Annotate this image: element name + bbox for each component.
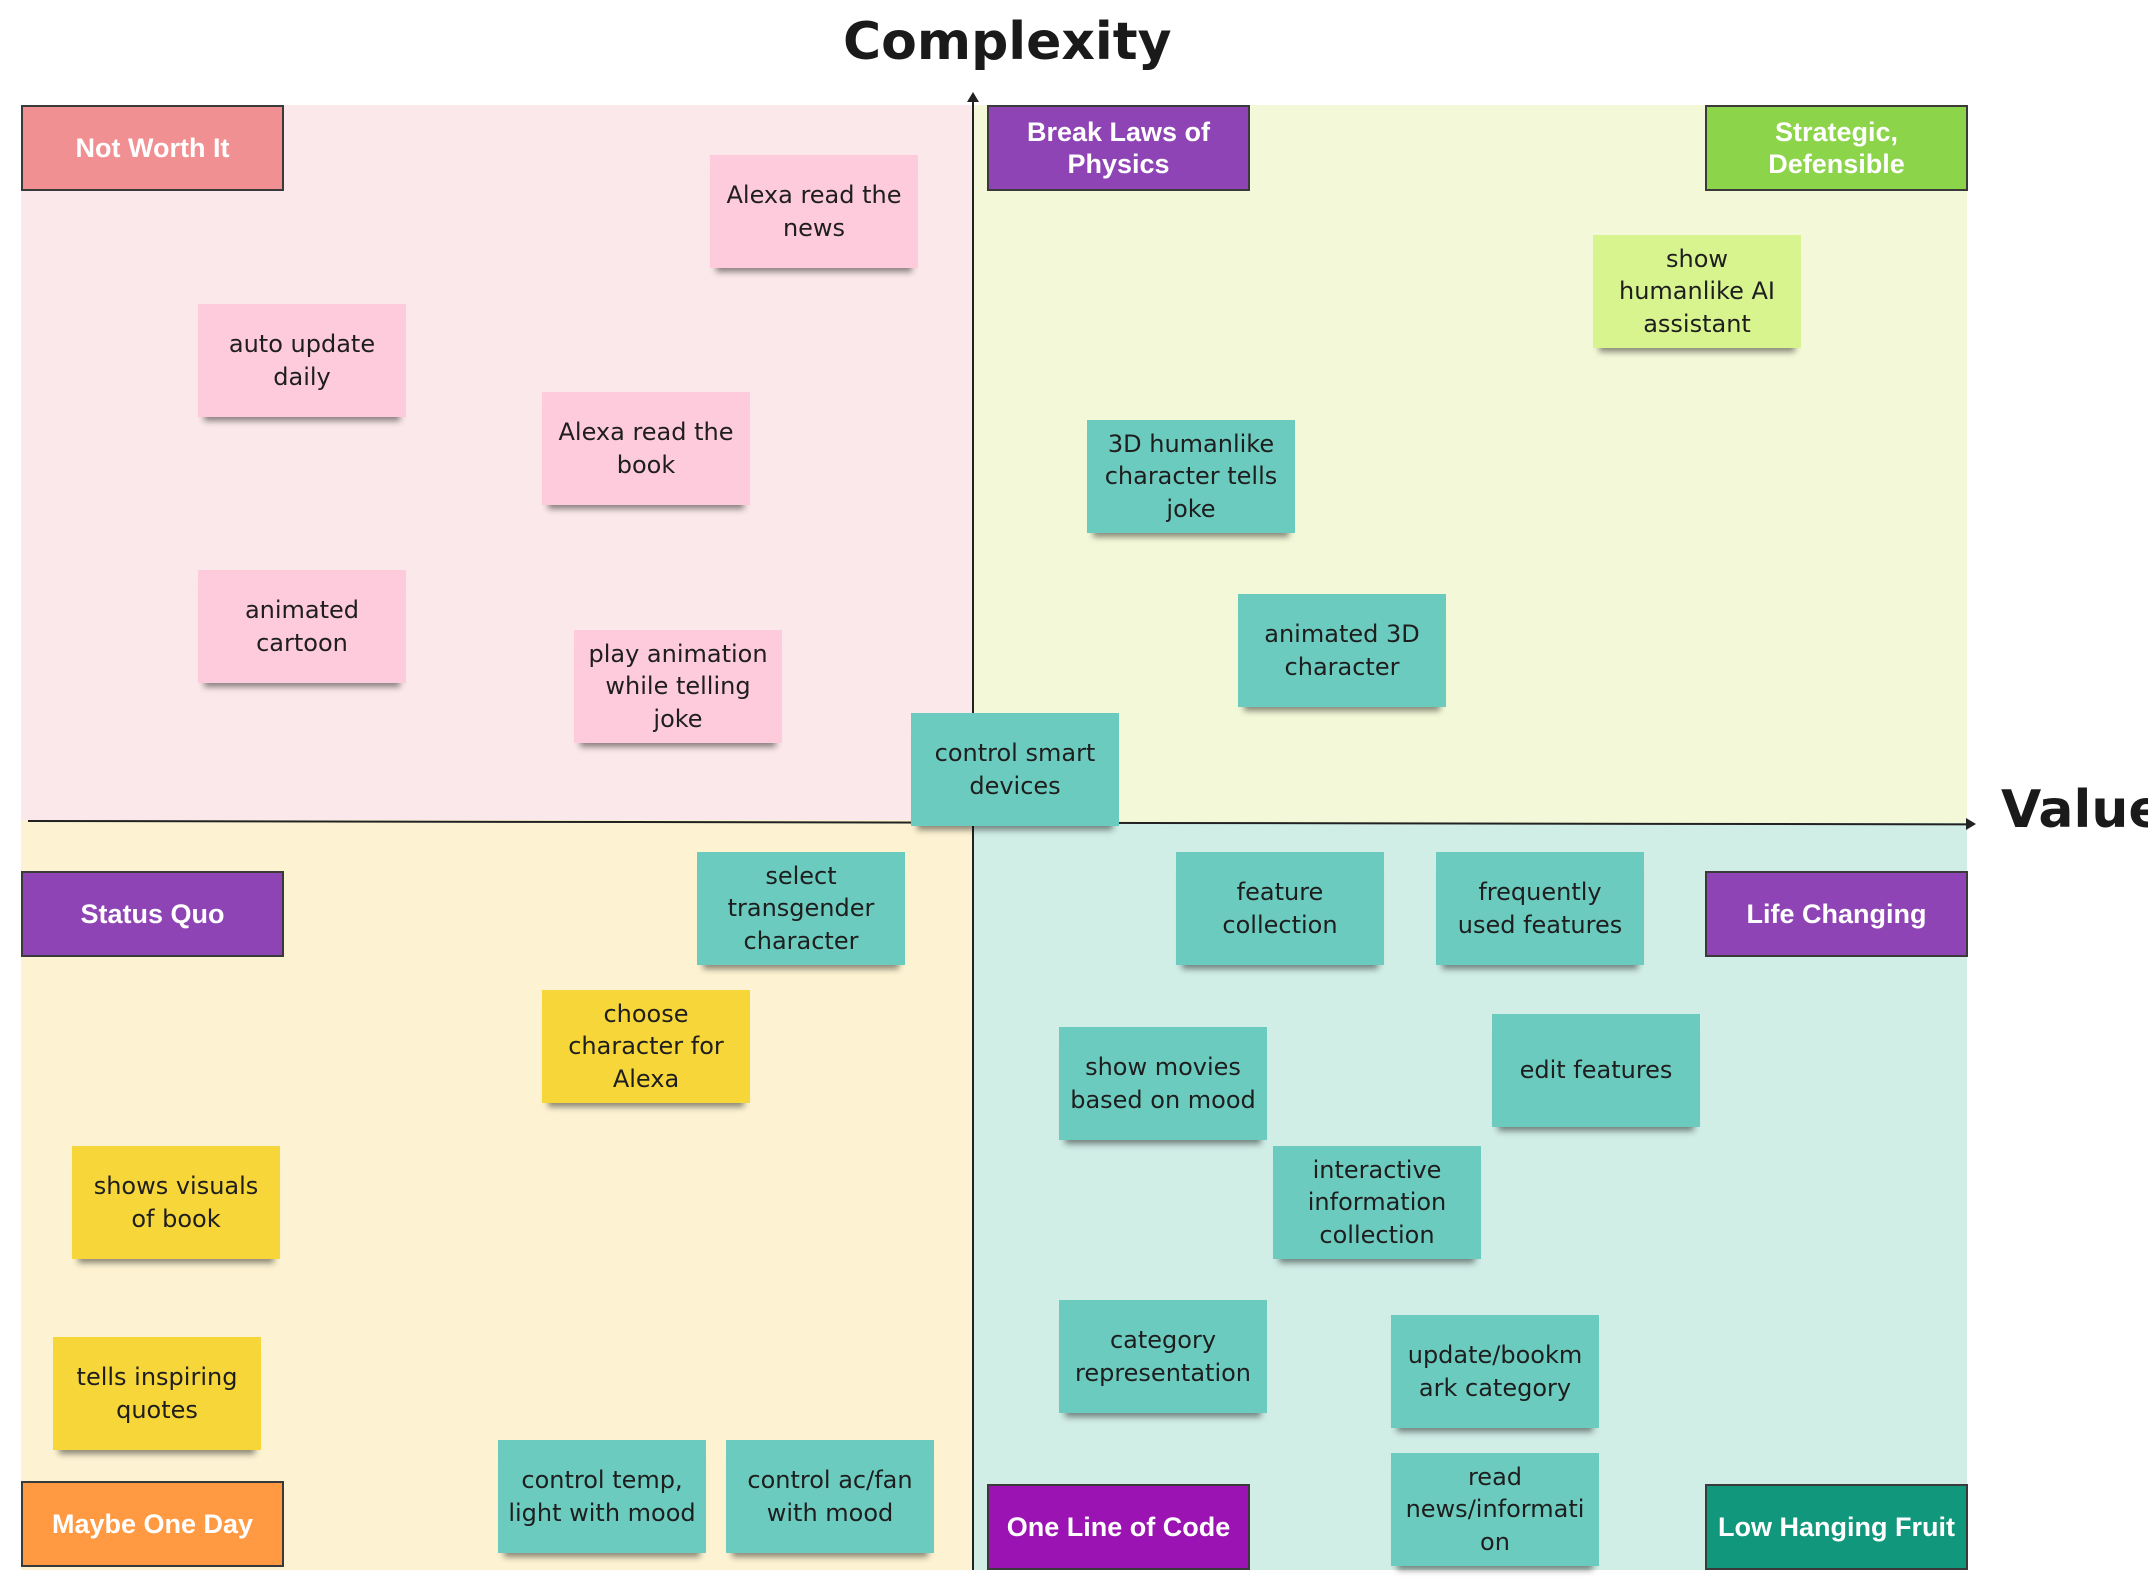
sticky-note[interactable]: play animation while telling joke xyxy=(574,630,782,743)
sticky-note[interactable]: shows visuals of book xyxy=(72,1146,280,1259)
sticky-note[interactable]: Alexa read the book xyxy=(542,392,750,505)
tag-not-worth-it: Not Worth It xyxy=(21,105,284,191)
sticky-note[interactable]: 3D humanlike character tells joke xyxy=(1087,420,1295,533)
sticky-note[interactable]: interactive information collection xyxy=(1273,1146,1481,1259)
tag-strategic-defensible: Strategic, Defensible xyxy=(1705,105,1968,191)
y-axis-title: Complexity xyxy=(843,12,1172,72)
sticky-note[interactable]: feature collection xyxy=(1176,852,1384,965)
sticky-note[interactable]: animated 3D character xyxy=(1238,594,1446,707)
sticky-note[interactable]: tells inspiring quotes xyxy=(53,1337,261,1450)
tag-life-changing: Life Changing xyxy=(1705,871,1968,957)
sticky-note[interactable]: show humanlike AI assistant xyxy=(1593,235,1801,348)
sticky-note[interactable]: control smart devices xyxy=(911,713,1119,826)
x-axis-title: Value xyxy=(2001,780,2148,840)
sticky-note[interactable]: read news/information xyxy=(1391,1453,1599,1566)
sticky-note[interactable]: update/bookmark category xyxy=(1391,1315,1599,1428)
tag-low-hanging-fruit: Low Hanging Fruit xyxy=(1705,1484,1968,1570)
tag-status-quo: Status Quo xyxy=(21,871,284,957)
y-axis-arrowhead xyxy=(967,92,979,102)
tag-maybe-one-day: Maybe One Day xyxy=(21,1481,284,1567)
sticky-note[interactable]: control temp, light with mood xyxy=(498,1440,706,1553)
sticky-note[interactable]: animated cartoon xyxy=(198,570,406,683)
sticky-note[interactable]: auto update daily xyxy=(198,304,406,417)
sticky-note[interactable]: select transgender character xyxy=(697,852,905,965)
sticky-note[interactable]: control ac/fan with mood xyxy=(726,1440,934,1553)
sticky-note[interactable]: show movies based on mood xyxy=(1059,1027,1267,1140)
tag-break-laws-of-physics: Break Laws of Physics xyxy=(987,105,1250,191)
sticky-note[interactable]: Alexa read the news xyxy=(710,155,918,268)
sticky-note[interactable]: frequently used features xyxy=(1436,852,1644,965)
y-axis-line xyxy=(972,100,974,1570)
sticky-note[interactable]: choose character for Alexa xyxy=(542,990,750,1103)
sticky-note[interactable]: category representation xyxy=(1059,1300,1267,1413)
tag-one-line-of-code: One Line of Code xyxy=(987,1484,1250,1570)
x-axis-arrowhead xyxy=(1966,818,1976,830)
sticky-note[interactable]: edit features xyxy=(1492,1014,1700,1127)
